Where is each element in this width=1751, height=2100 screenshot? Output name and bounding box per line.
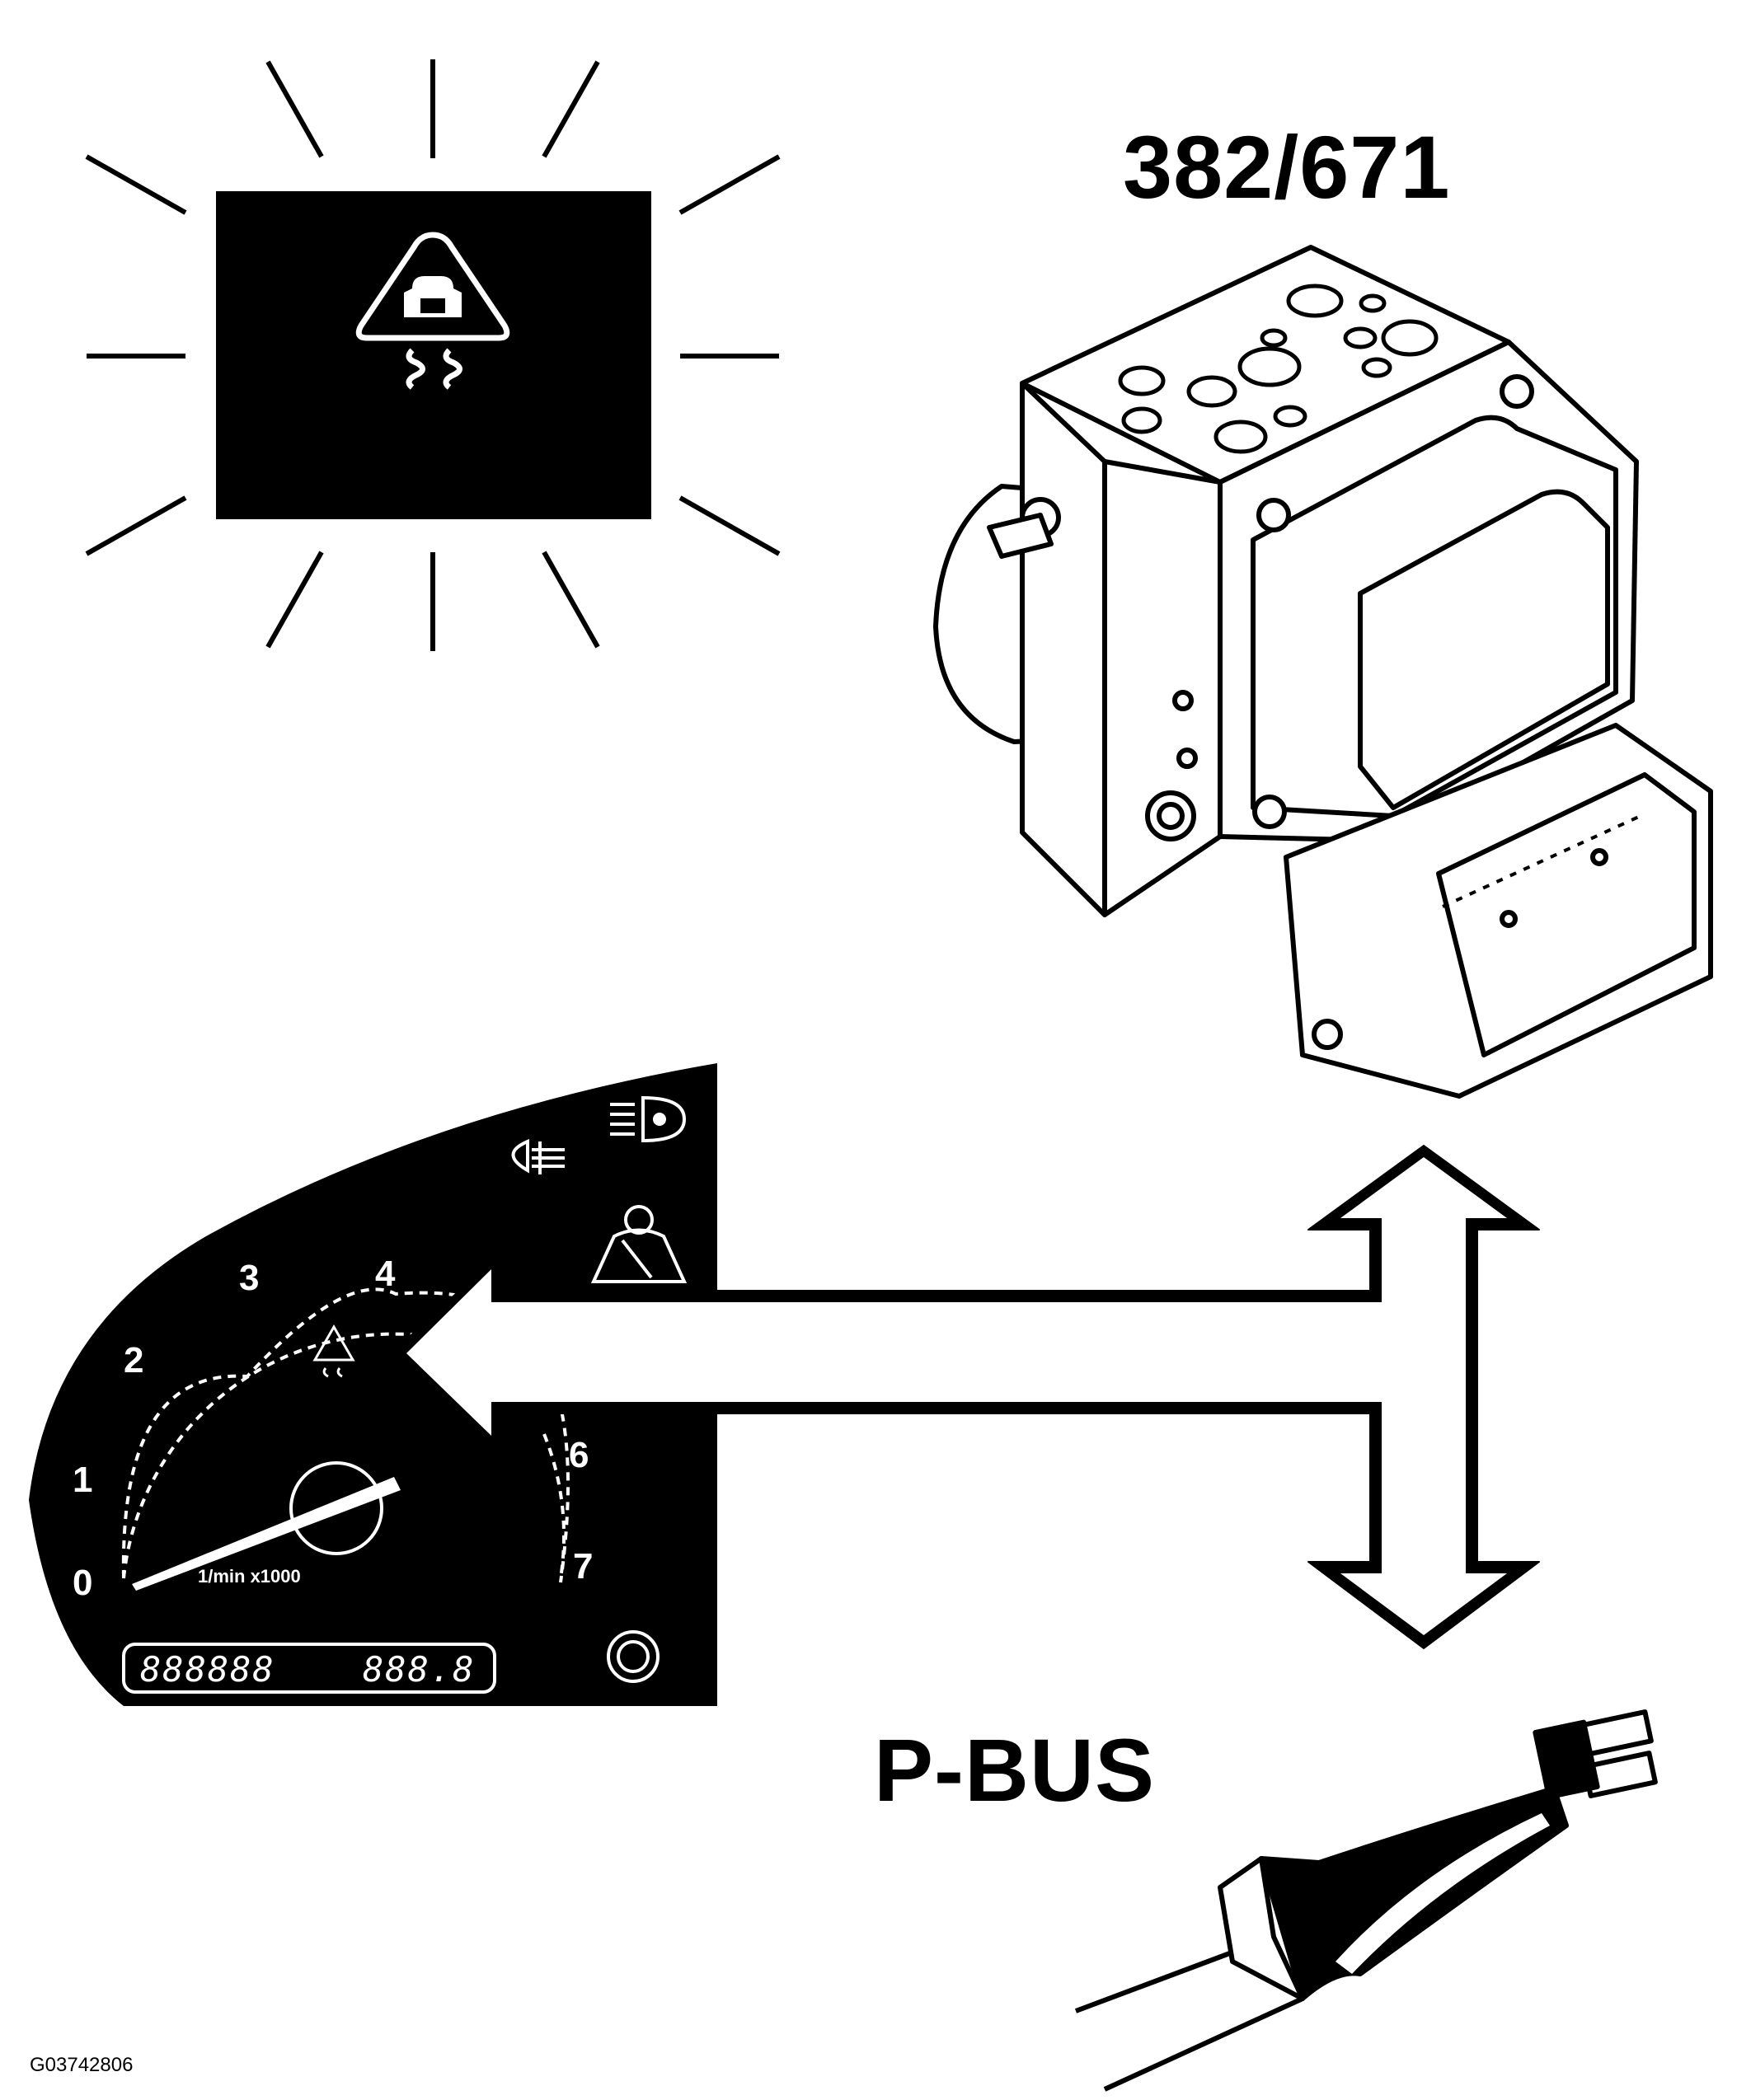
tach-label-0: 0	[73, 1563, 92, 1603]
traction-control-warning-icon	[355, 232, 510, 390]
reset-knob-icon	[607, 1630, 660, 1683]
tach-label-1: 1	[73, 1460, 92, 1500]
hydraulic-ports	[1118, 284, 1439, 454]
odometer-value: 888888	[140, 1649, 275, 1690]
fog-light-icon	[511, 1138, 565, 1174]
tach-label-6: 6	[569, 1435, 589, 1475]
communication-arrow	[391, 1145, 1540, 1649]
flash-rays	[85, 59, 781, 651]
trip-value: 888.8	[363, 1649, 475, 1690]
tach-label-3: 3	[239, 1258, 259, 1298]
abs-module	[933, 245, 1713, 1099]
tach-unit-label: 1/min x1000	[198, 1566, 301, 1587]
needle-hub	[289, 1461, 383, 1555]
tachometer-scale-arc	[121, 1287, 570, 1583]
odometer-display	[122, 1643, 496, 1694]
tach-label-4: 4	[375, 1254, 396, 1294]
tach-needle	[132, 1477, 401, 1591]
figure-id: G03742806	[30, 2054, 134, 2076]
p-bus-harness	[1074, 1709, 1658, 2092]
tach-label-7: 7	[573, 1546, 593, 1587]
bus-label: P-BUS	[874, 1720, 1156, 1820]
dial-traction-icon	[312, 1324, 355, 1378]
instrument-cluster: 0 1 2 3 4 6 7 1/min x1000 888888 888.8	[29, 1063, 717, 1706]
warning-lamp-group	[85, 59, 781, 651]
warning-lamp-panel	[216, 191, 651, 519]
high-beam-icon	[610, 1095, 687, 1143]
cluster-panel	[29, 1063, 717, 1706]
tach-label-2: 2	[124, 1340, 143, 1380]
seatbelt-icon	[590, 1205, 688, 1283]
module-number-label: 382/671	[1123, 117, 1451, 217]
